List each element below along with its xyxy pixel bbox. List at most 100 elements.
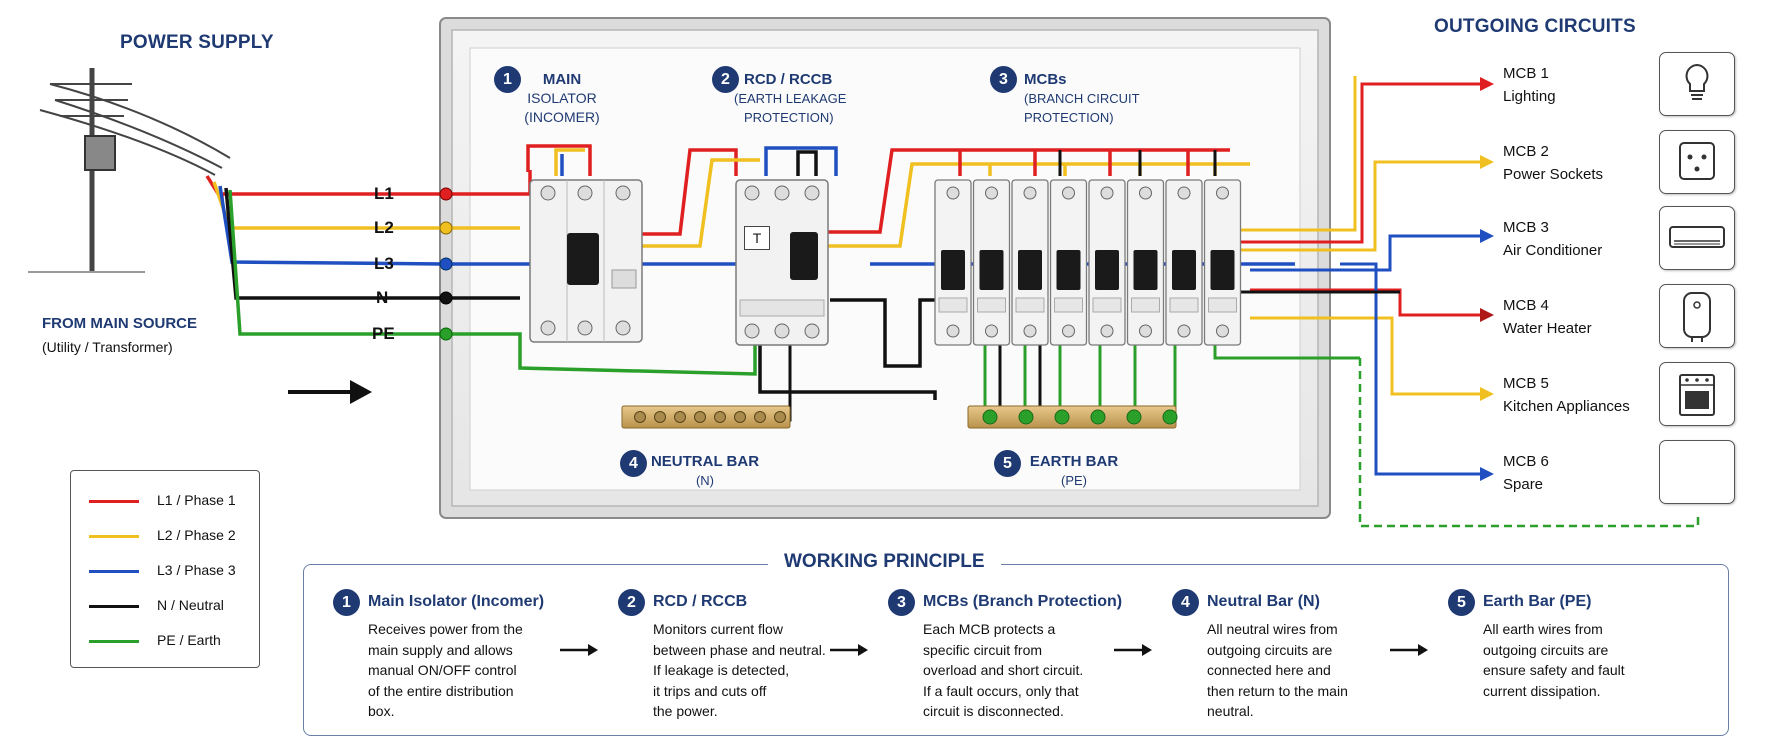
step-number-badge: 4 <box>1172 589 1199 616</box>
utility-pole-icon <box>28 68 231 273</box>
outgoing-circuits-title: OUTGOING CIRCUITS <box>1434 16 1636 37</box>
step-description: Receives power from the main supply and … <box>368 621 523 719</box>
earth-bar <box>967 405 1178 429</box>
air-conditioner-icon <box>1659 206 1735 270</box>
neutral-bar <box>621 405 791 429</box>
mcb-row <box>934 179 1242 346</box>
earth-bar-screw <box>1054 409 1070 425</box>
wire-label-n: N <box>376 288 389 307</box>
working-principle-panel <box>303 564 1729 736</box>
flow-arrow-icon <box>288 380 372 404</box>
legend-label: N / Neutral <box>157 597 224 613</box>
earth-bar-screw <box>1090 409 1106 425</box>
step-number-badge: 3 <box>888 589 915 616</box>
legend-swatch <box>89 605 139 608</box>
neutral-bar-label: NEUTRAL BAR(N) <box>650 453 760 488</box>
rcd-test-button[interactable]: T <box>744 226 770 250</box>
source-subtitle: (Utility / Transformer) <box>42 339 173 355</box>
arrow-right-icon <box>830 642 870 663</box>
earth-bar-screw <box>1126 409 1142 425</box>
main-isolator-device <box>529 179 643 343</box>
arrow-right-icon <box>1114 642 1154 663</box>
circuit-name: MCB 2 <box>1503 143 1549 160</box>
neutral-bar-screw <box>634 411 646 423</box>
circuit-description: Spare <box>1503 476 1544 493</box>
step-title: Earth Bar (PE) <box>1483 593 1592 610</box>
circuit-description: Water Heater <box>1503 320 1592 337</box>
step-number-badge: 1 <box>333 589 360 616</box>
mcb-breaker <box>972 179 1011 346</box>
outgoing-circuit-label: MCB 1 Lighting <box>1503 62 1556 108</box>
step-description: Monitors current flow between phase and … <box>653 621 826 719</box>
step-description: Each MCB protects a specific circuit fro… <box>923 621 1084 719</box>
neutral-bar-screw <box>694 411 706 423</box>
legend-label: L2 / Phase 2 <box>157 527 236 543</box>
wire-label-l1: L1 <box>374 184 394 203</box>
neutral-bar-screw <box>674 411 686 423</box>
legend-label: PE / Earth <box>157 632 221 648</box>
mcb-breaker <box>934 179 972 346</box>
earth-bar-screw <box>1018 409 1034 425</box>
rcd-device <box>735 179 829 346</box>
step-title: Main Isolator (Incomer) <box>368 593 545 610</box>
circuit-description: Power Sockets <box>1503 166 1604 183</box>
step-number-badge: 5 <box>1448 589 1475 616</box>
earth-bar-label: EARTH BAR(PE) <box>1029 453 1119 488</box>
mcb-breaker <box>1049 179 1088 346</box>
legend-swatch <box>89 500 139 503</box>
neutral-bar-screw <box>654 411 666 423</box>
earth-bar-screw <box>982 409 998 425</box>
circuit-description: Lighting <box>1503 88 1556 105</box>
step-title: RCD / RCCB <box>653 593 748 610</box>
outgoing-circuit-label: MCB 5 Kitchen Appliances <box>1503 372 1630 418</box>
mcbs-number-badge: 3 <box>990 66 1017 93</box>
power-socket-icon <box>1659 130 1735 194</box>
neutral-bar-screw <box>734 411 746 423</box>
circuit-name: MCB 5 <box>1503 375 1549 392</box>
legend-label: L3 / Phase 3 <box>157 562 236 578</box>
working-principle-title: WORKING PRINCIPLE <box>768 551 1001 573</box>
mcb-breaker <box>1126 179 1165 346</box>
neutral-bar-screw <box>754 411 766 423</box>
step-description: All earth wires from outgoing circuits a… <box>1483 621 1625 699</box>
mcb-breaker <box>1011 179 1049 346</box>
neutral-bar-screw <box>714 411 726 423</box>
circuit-description: Air Conditioner <box>1503 242 1603 259</box>
wire-label-l2: L2 <box>374 218 394 237</box>
arrow-right-icon <box>560 642 600 663</box>
mcb-breaker <box>1203 179 1242 346</box>
step-title: MCBs (Branch Protection) <box>923 593 1123 610</box>
legend-label: L1 / Phase 1 <box>157 492 236 508</box>
legend-swatch <box>89 570 139 573</box>
wire-label-l3: L3 <box>374 254 394 273</box>
power-supply-title: POWER SUPPLY <box>120 32 274 53</box>
source-title: FROM MAIN SOURCE <box>42 315 197 332</box>
light-bulb-icon <box>1659 52 1735 116</box>
circuit-name: MCB 6 <box>1503 453 1549 470</box>
circuit-name: MCB 1 <box>1503 65 1549 82</box>
mcb-breaker <box>1088 179 1126 346</box>
earth-bar-number-badge: 5 <box>994 450 1021 477</box>
legend-swatch <box>89 640 139 643</box>
stove-icon <box>1659 362 1735 426</box>
water-heater-icon <box>1659 284 1735 348</box>
neutral-bar-number-badge: 4 <box>620 450 647 477</box>
rcd-number-badge: 2 <box>712 66 739 93</box>
step-number-badge: 2 <box>618 589 645 616</box>
earth-bar-screw <box>1162 409 1178 425</box>
step-description: All neutral wires from outgoing circuits… <box>1207 621 1348 719</box>
empty-icon <box>1659 440 1735 504</box>
outgoing-circuit-label: MCB 6 Spare <box>1503 450 1549 496</box>
outgoing-circuit-label: MCB 2 Power Sockets <box>1503 140 1603 186</box>
neutral-bar-screw <box>774 411 786 423</box>
isolator-number-badge: 1 <box>494 66 524 93</box>
legend-swatch <box>89 535 139 538</box>
arrow-right-icon <box>1390 642 1430 663</box>
circuit-description: Kitchen Appliances <box>1503 398 1630 415</box>
